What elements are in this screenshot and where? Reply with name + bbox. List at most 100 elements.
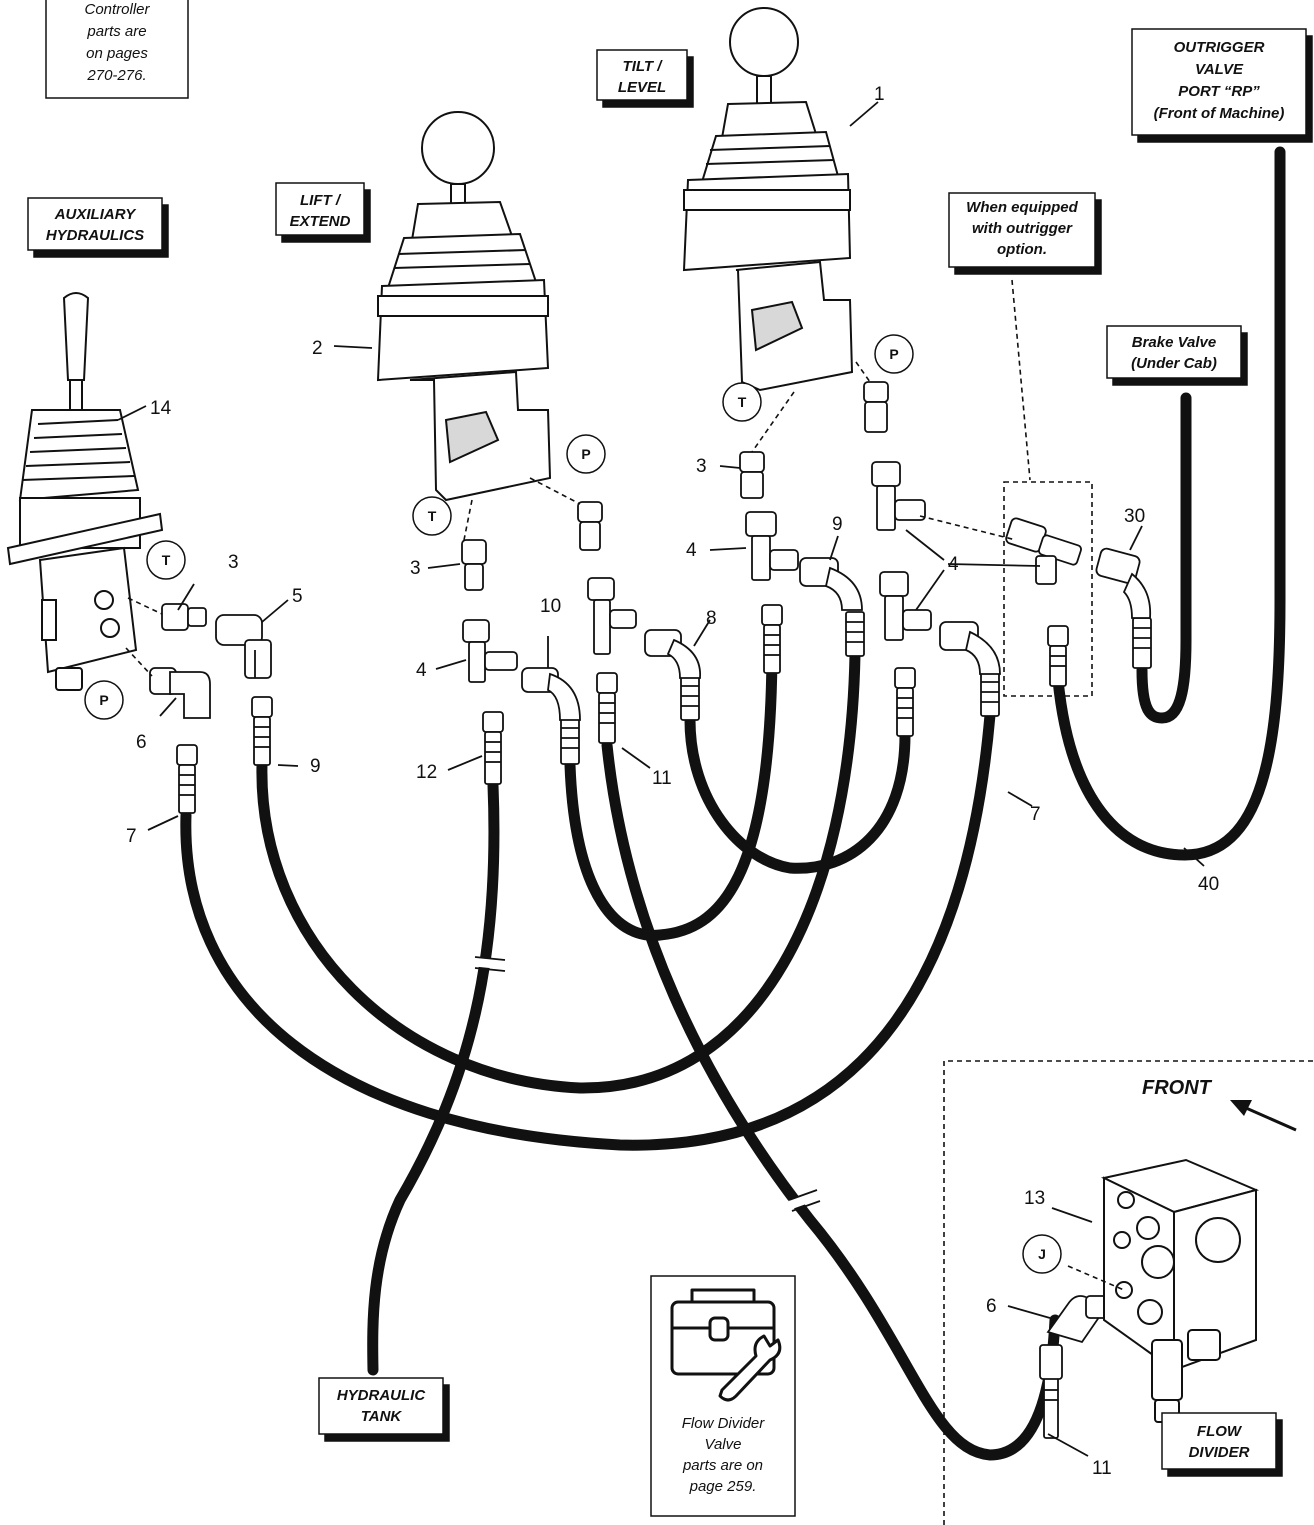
front-label: FRONT (1142, 1077, 1213, 1099)
hydraulic-tank-line-1: HYDRAULIC (337, 1387, 426, 1404)
hose-end-9-mid (845, 611, 865, 657)
elbow-8 (644, 629, 701, 679)
callout-9-mid: 9 (832, 514, 843, 535)
elbow-7-right (939, 621, 1001, 675)
when-equipped-line-1: When equipped (966, 199, 1078, 216)
controller-note-line-1: Controller (84, 1, 150, 18)
port-flow-j: J (1038, 1246, 1046, 1262)
hose-end-4-tilt (761, 604, 783, 674)
callout-5: 5 (292, 586, 303, 607)
port-aux-t: T (162, 552, 171, 568)
port-circles (84, 334, 1062, 1274)
hose-8 (684, 714, 911, 874)
tee-4-lift (462, 619, 518, 683)
tee-4-right-lower (879, 571, 932, 641)
tilt-knob (729, 7, 799, 77)
aux-lever-shaft (69, 379, 83, 411)
callout-11-low: 11 (1092, 1458, 1112, 1479)
port-circle-lift-t (412, 496, 452, 536)
callout-13: 13 (1024, 1188, 1045, 1209)
auxiliary-label-line-1: AUXILIARY (54, 206, 138, 223)
port-tilt-p: P (889, 346, 898, 362)
port-letters: T P T P T P J (99, 346, 1046, 1262)
elbow-9-mid (799, 557, 863, 611)
port-circle-flow-j (1022, 1234, 1062, 1274)
hose-11 (601, 739, 1061, 1461)
flow-divider-label: FLOW DIVIDER (1189, 1423, 1250, 1461)
aux-lever-knob (62, 292, 90, 381)
hydraulic-tank-label: HYDRAULIC TANK (337, 1387, 426, 1425)
port-circle-aux-t (146, 540, 186, 580)
hose-7-left (180, 709, 996, 1151)
hose-10 (564, 639, 778, 941)
tee-4-right-upper (871, 461, 926, 531)
callout-40: 40 (1198, 874, 1219, 895)
hose-end-11 (596, 672, 618, 744)
callout-4-right: 4 (948, 554, 959, 575)
flow-divider-line-2: DIVIDER (1189, 1444, 1250, 1461)
hose-end-30 (1132, 617, 1152, 669)
lift-extend-joystick (376, 111, 552, 502)
tilt-label-line-1: TILT / (623, 58, 664, 75)
brake-valve-label: Brake Valve (Under Cab) (1131, 334, 1217, 372)
hose-end-7-left (176, 744, 198, 814)
adapter-tilt-p (863, 381, 889, 433)
brake-valve-line-2: (Under Cab) (1131, 355, 1217, 372)
hose-end-11-flow (1039, 1344, 1063, 1439)
when-equipped-label: When equipped with outrigger option. (966, 199, 1078, 258)
port-lift-p: P (581, 446, 590, 462)
tilt-label-line-2: LEVEL (618, 79, 666, 96)
callout-3-aux: 3 (228, 552, 239, 573)
port-lift-t: T (428, 508, 437, 524)
adapter-3-lift-p (577, 501, 603, 551)
front-arrow-icon (1230, 1100, 1252, 1116)
flow-divider-line-1: FLOW (1197, 1423, 1243, 1440)
outrigger-label-line-4: (Front of Machine) (1154, 105, 1285, 122)
brake-valve-line-1: Brake Valve (1132, 334, 1217, 351)
hose-end-12 (482, 711, 504, 785)
port-tilt-t: T (738, 394, 747, 410)
hose-30 (1136, 392, 1192, 724)
outrigger-label-line-1: OUTRIGGER (1174, 39, 1265, 56)
elbow-6-aux (149, 667, 211, 719)
tee-4-tilt (745, 511, 799, 581)
hose-end-8 (680, 675, 700, 721)
tee-4-mid (587, 577, 637, 655)
controller-note-line-4: 270-276. (86, 67, 146, 84)
flow-note-line-2: Valve (705, 1436, 742, 1453)
flow-note-line-1: Flow Divider (682, 1415, 766, 1432)
tilt-level-label: TILT / LEVEL (618, 58, 666, 96)
callout-8: 8 (706, 608, 717, 629)
port-circle-tilt-p (874, 334, 914, 374)
elbow-10 (521, 667, 581, 721)
callout-12: 12 (416, 762, 437, 783)
callout-11-mid: 11 (652, 768, 672, 789)
aux-boot (18, 409, 140, 502)
hydraulic-tank-line-2: TANK (361, 1408, 403, 1425)
port-circle-lift-p (566, 434, 606, 474)
callout-3-tilt: 3 (696, 456, 707, 477)
hose-end-40 (1047, 625, 1069, 687)
tee-4-outrigger (1005, 517, 1082, 585)
tilt-level-joystick (682, 7, 854, 392)
callout-7-left: 7 (126, 826, 137, 847)
controller-note-line-2: parts are (86, 23, 146, 40)
hose-ends (176, 604, 1152, 1439)
elbow-6-flow (1046, 1295, 1109, 1344)
lift-label-line-2: EXTEND (290, 213, 351, 230)
flow-note-line-4: page 259. (689, 1478, 757, 1495)
callout-1: 1 (874, 84, 885, 105)
callout-30: 30 (1124, 506, 1145, 527)
hoses (180, 146, 1286, 1461)
flow-divider-note: Flow Divider Valve parts are on page 259… (682, 1415, 766, 1495)
callout-numbers: 1 2 14 3 3 3 5 6 7 9 4 10 8 12 11 4 9 4 … (126, 84, 1219, 1479)
callout-10: 10 (540, 596, 561, 617)
adapter-3-lift (461, 539, 487, 591)
lift-label-line-1: LIFT / (300, 192, 342, 209)
port-circle-tilt-t (722, 382, 762, 422)
flow-divider-valve (1100, 1158, 1260, 1423)
label-texts: Controller parts are on pages 270-276. A… (46, 1, 1285, 1495)
adapter-3-tilt (739, 451, 765, 499)
when-equipped-line-2: with outrigger (972, 220, 1073, 237)
